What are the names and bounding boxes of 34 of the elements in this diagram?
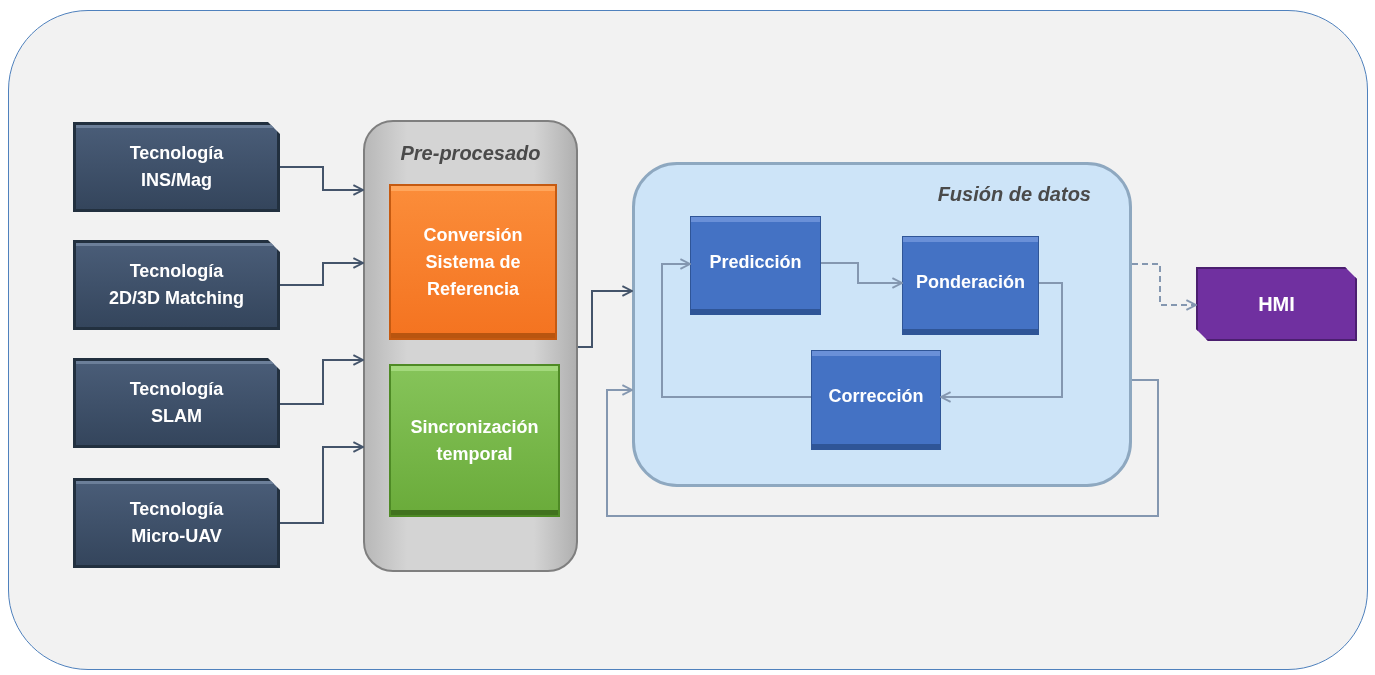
container-title: Fusión de datos (937, 182, 1091, 207)
box-label: Tecnología 2D/3D Matching (108, 260, 245, 310)
process-box (902, 236, 1039, 335)
process-box (690, 216, 821, 315)
data-fusion-container (632, 162, 1132, 487)
output-box (1196, 267, 1357, 341)
arrow (940, 282, 1063, 403)
arrow (661, 258, 812, 398)
box-label: HMI (1258, 291, 1295, 317)
arrow (279, 441, 364, 524)
arrow (279, 166, 364, 196)
box-label: Tecnología Micro-UAV (128, 498, 225, 548)
box-label: Tecnología INS/Mag (128, 142, 225, 192)
arrow (279, 257, 364, 286)
arrow (577, 285, 633, 348)
technology-box (73, 240, 280, 330)
technology-box (73, 122, 280, 212)
process-box (389, 364, 560, 517)
box-label: Sincronización temporal (409, 415, 540, 466)
arrow (820, 262, 903, 289)
process-box (811, 350, 941, 450)
box-label: Predicción (709, 251, 802, 274)
box-label: Corrección (828, 385, 924, 408)
box-label: Tecnología SLAM (128, 378, 225, 428)
technology-box (73, 478, 280, 568)
box-label: Conversión Sistema de Referencia (422, 223, 524, 301)
arrow (279, 354, 364, 405)
arrow (606, 379, 1159, 517)
box-label: Ponderación (916, 271, 1025, 294)
preprocessing-container (363, 120, 578, 572)
arrow (1131, 263, 1197, 311)
container-title: Pre-procesado (400, 141, 541, 166)
process-box (389, 184, 557, 340)
technology-box (73, 358, 280, 448)
